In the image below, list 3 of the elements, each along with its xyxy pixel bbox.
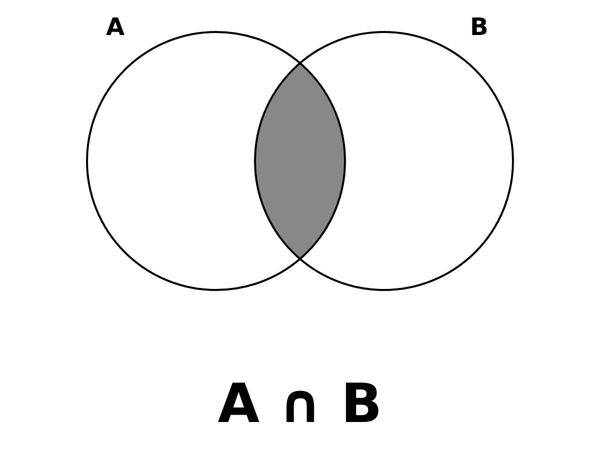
caption: A ∩ B <box>218 372 382 435</box>
set-label: B <box>470 14 488 40</box>
set-label: A <box>106 14 125 40</box>
